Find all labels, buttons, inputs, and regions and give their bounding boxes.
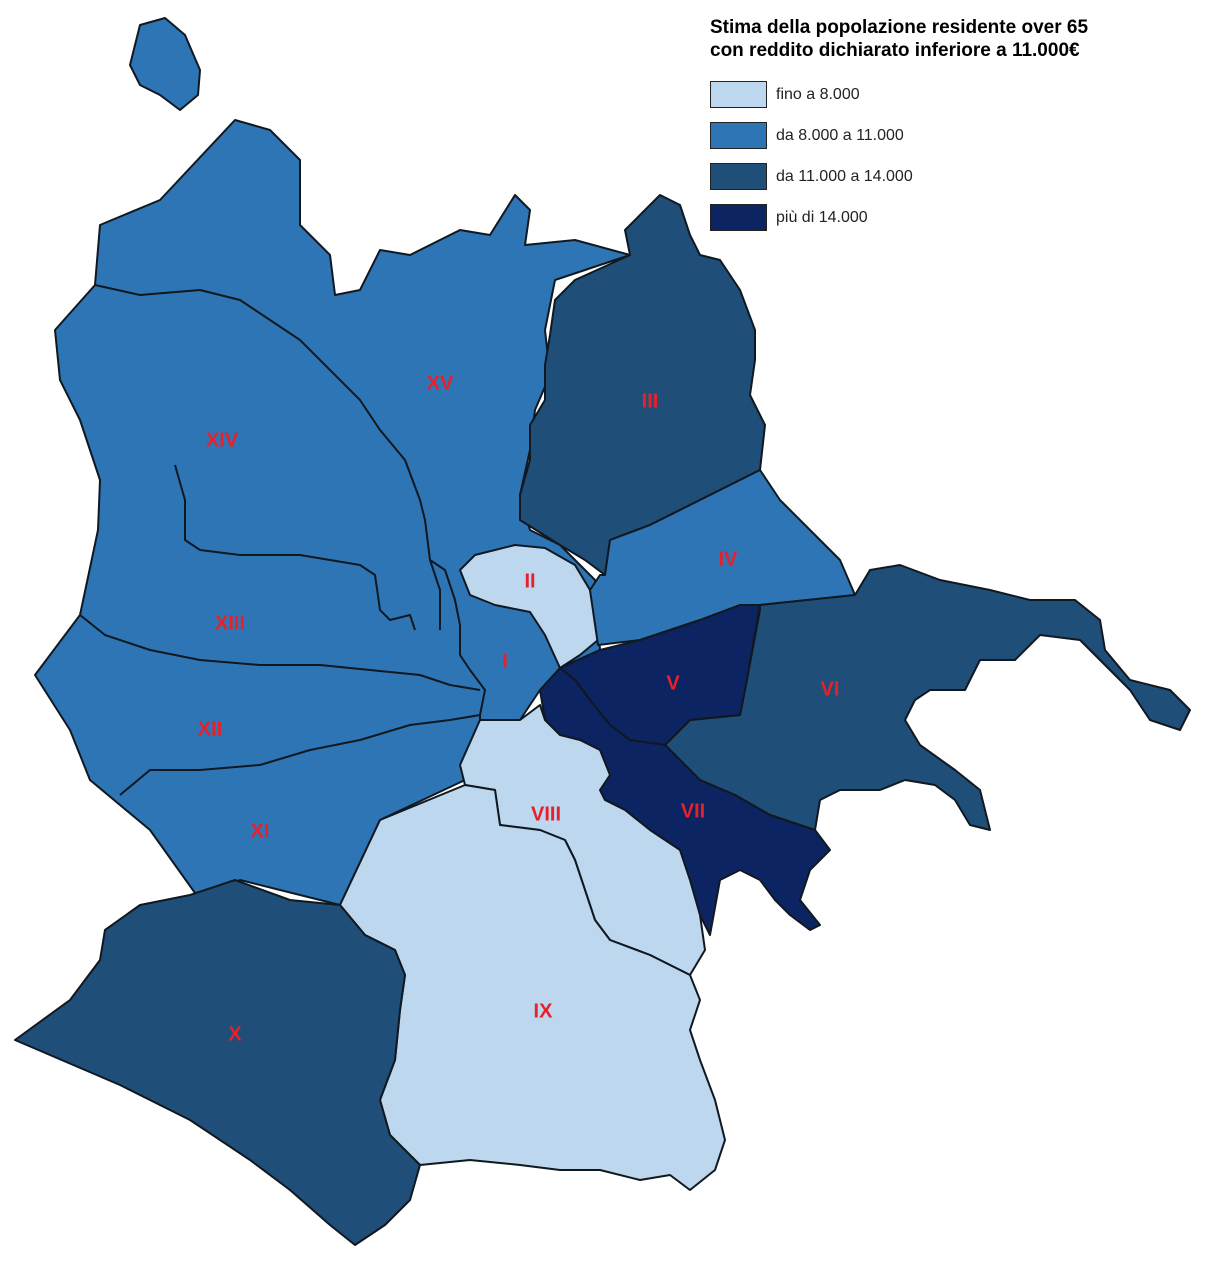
legend-label-0: fino a 8.000: [776, 85, 860, 103]
map-title-line2: con reddito dichiarato inferiore a 11.00…: [710, 40, 1080, 61]
boundary-xiv-xiii: [174, 464, 416, 631]
legend-label-3: più di 14.000: [776, 208, 868, 226]
legend-label-1: da 8.000 a 11.000: [776, 126, 904, 144]
boundary-i-west: [469, 669, 486, 720]
legend-label-2: da 11.000 a 14.000: [776, 167, 913, 185]
zone-label-v: V: [666, 672, 680, 694]
zone-island-north: [129, 17, 201, 111]
legend: Stima della popolazione residente over 6…: [710, 16, 1220, 238]
legend-swatch-1: [710, 122, 767, 149]
legend-swatch-0: [710, 81, 767, 108]
zone-label-vi: VI: [821, 678, 840, 700]
boundary-xiv-xv-north: [94, 284, 441, 630]
zone-label-vii: VII: [681, 800, 705, 822]
zone-X: [14, 879, 421, 1246]
legend-item-3: più di 14.000: [710, 197, 1220, 238]
map-title: Stima della popolazione residente over 6…: [710, 16, 1220, 62]
boundary-xv-i: [429, 559, 471, 671]
zone-label-viii: VIII: [531, 803, 561, 825]
legend-swatch-2: [710, 163, 767, 190]
zone-label-ii: II: [524, 570, 535, 592]
zone-label-xiii: XIII: [215, 612, 245, 634]
map-title-line1: Stima della popolazione residente over 6…: [710, 17, 1089, 38]
zone-label-ix: IX: [534, 1000, 554, 1022]
boundary-xiii-xii: [79, 614, 481, 691]
zone-label-xi: XI: [251, 820, 270, 842]
legend-swatch-3: [710, 204, 767, 231]
zone-label-x: X: [228, 1023, 242, 1045]
zone-II: [459, 544, 599, 669]
zone-label-iv: IV: [719, 548, 739, 570]
legend-item-1: da 8.000 a 11.000: [710, 115, 1220, 156]
zone-label-i: I: [502, 650, 508, 672]
legend-item-2: da 11.000 a 14.000: [710, 156, 1220, 197]
legend-item-0: fino a 8.000: [710, 74, 1220, 115]
zone-label-xv: XV: [427, 372, 454, 394]
zone-label-xii: XII: [198, 718, 222, 740]
zone-label-iii: III: [642, 390, 659, 412]
boundary-xii-xi: [119, 714, 481, 796]
zone-label-xiv: XIV: [206, 429, 239, 451]
